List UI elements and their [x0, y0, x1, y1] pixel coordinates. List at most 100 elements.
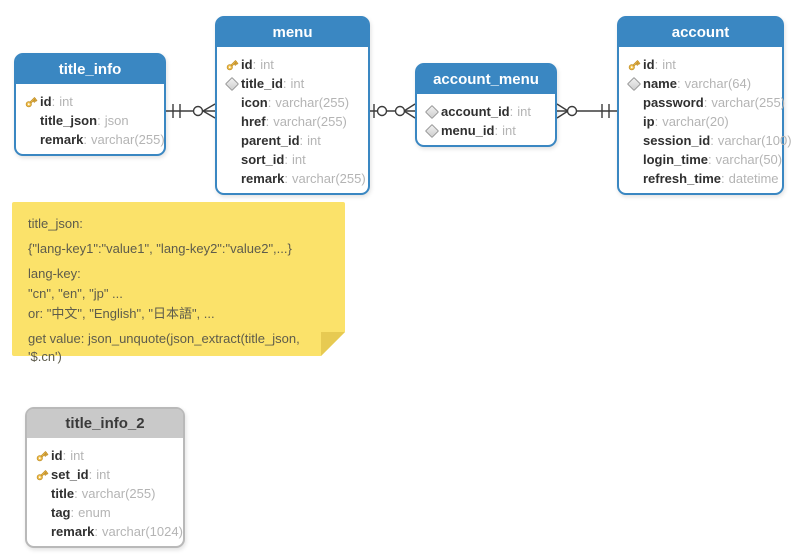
field-row[interactable]: name: varchar(64) — [625, 74, 776, 93]
connector-menu-account_menu[interactable] — [370, 103, 416, 119]
field-name: id — [51, 448, 63, 463]
field-type: datetime — [728, 171, 779, 186]
field-row[interactable]: password: varchar(255) — [625, 93, 785, 112]
entity-menu[interactable]: menu id: int title_id: int icon: varchar… — [215, 16, 370, 195]
field-row[interactable]: id: int — [33, 446, 177, 465]
field-name: menu_id — [441, 123, 495, 138]
entity-account[interactable]: account id: int name: varchar(64) passwo… — [617, 16, 792, 195]
foreign-key-icon — [423, 123, 441, 138]
field-type: varchar(255) — [91, 132, 165, 147]
field-separator: : — [284, 152, 288, 167]
primary-key-icon — [33, 449, 51, 463]
primary-key-icon — [223, 58, 241, 72]
field-row[interactable]: title: varchar(255) — [33, 484, 177, 503]
field-row[interactable]: tag: enum — [33, 503, 177, 522]
field-name: href — [241, 114, 266, 129]
field-row[interactable]: parent_id: int — [223, 131, 362, 150]
field-separator: : — [703, 95, 708, 110]
field-row[interactable]: sort_id: int — [223, 150, 362, 169]
field-row[interactable]: id: int — [625, 55, 776, 74]
field-type: varchar(255) — [275, 95, 350, 110]
field-name: id — [40, 94, 52, 109]
field-name: name — [643, 76, 677, 91]
field-row[interactable]: remark: varchar(1024) — [33, 522, 183, 541]
field-name: tag — [51, 505, 71, 520]
field-row[interactable]: ip: varchar(20) — [625, 112, 776, 131]
field-row[interactable]: set_id: int — [33, 465, 177, 484]
field-separator: : — [74, 486, 78, 501]
entity-title[interactable]: title_info — [16, 55, 164, 86]
field-type: enum — [78, 505, 111, 520]
field-separator: : — [88, 467, 93, 482]
field-row[interactable]: refresh_time: datetime — [625, 169, 779, 188]
field-name: refresh_time — [643, 171, 722, 186]
field-row[interactable]: session_id: varchar(100) — [625, 131, 792, 150]
note-line: title_json: — [28, 216, 83, 231]
field-row[interactable]: account_id: int — [423, 102, 549, 121]
field-separator: : — [94, 524, 98, 539]
primary-key-icon — [625, 58, 643, 72]
primary-key-icon — [33, 468, 51, 482]
field-row[interactable]: remark: varchar(255) — [22, 130, 165, 149]
field-row[interactable]: icon: varchar(255) — [223, 93, 362, 112]
field-name: title — [51, 486, 75, 501]
field-type: json — [104, 113, 129, 128]
note-line: get value: json_unquote(json_extract(tit… — [28, 331, 300, 364]
field-type: varchar(255) — [81, 486, 156, 501]
field-type: varchar(255) — [273, 114, 347, 129]
note-line: {"lang-key1":"value1", "lang-key2":"valu… — [28, 241, 292, 256]
note-line: or: "中文", "English", "日本語", ... — [28, 306, 215, 321]
field-row[interactable]: remark: varchar(255) — [223, 169, 366, 188]
entity-title-info[interactable]: title_info id: int title_json: json rema… — [14, 53, 166, 156]
field-separator: : — [654, 114, 659, 129]
field-separator: : — [708, 152, 712, 167]
field-name: login_time — [643, 152, 709, 167]
field-type: int — [502, 123, 516, 138]
field-name: remark — [51, 524, 95, 539]
field-row[interactable]: title_json: json — [22, 111, 158, 130]
foreign-key-icon — [223, 76, 241, 91]
entity-title[interactable]: account_menu — [417, 65, 555, 96]
field-row[interactable]: login_time: varchar(50) — [625, 150, 782, 169]
field-row[interactable]: href: varchar(255) — [223, 112, 362, 131]
field-name: remark — [40, 132, 84, 147]
field-separator: : — [265, 114, 270, 129]
field-separator: : — [710, 133, 714, 148]
entity-title[interactable]: title_info_2 — [27, 409, 183, 440]
field-row[interactable]: id: int — [22, 92, 158, 111]
field-name: session_id — [643, 133, 711, 148]
field-type: varchar(50) — [715, 152, 783, 167]
foreign-key-icon — [625, 76, 643, 91]
field-row[interactable]: id: int — [223, 55, 362, 74]
field-name: title_json — [40, 113, 98, 128]
field-row[interactable]: title_id: int — [223, 74, 362, 93]
field-name: account_id — [441, 104, 510, 119]
field-type: int — [517, 104, 531, 119]
field-name: id — [241, 57, 253, 72]
entity-account-menu[interactable]: account_menu account_id: int menu_id: in… — [415, 63, 557, 147]
field-name: parent_id — [241, 133, 300, 148]
field-separator: : — [299, 133, 304, 148]
sticky-note[interactable]: title_json: {"lang-key1":"value1", "lang… — [12, 202, 345, 364]
field-type: varchar(255) — [711, 95, 786, 110]
field-type: int — [96, 467, 110, 482]
field-name: icon — [241, 95, 268, 110]
field-name: set_id — [51, 467, 89, 482]
field-type: varchar(64) — [684, 76, 752, 91]
connector-account_menu-account[interactable] — [556, 103, 617, 119]
entity-title[interactable]: account — [619, 18, 782, 49]
connector-title_info-menu[interactable] — [166, 103, 216, 119]
field-type: int — [59, 94, 73, 109]
field-name: id — [643, 57, 655, 72]
field-separator: : — [509, 104, 514, 119]
field-separator: : — [721, 171, 725, 186]
field-type: int — [290, 76, 305, 91]
entity-title-info-2[interactable]: title_info_2 id: int set_id: int title: … — [25, 407, 185, 548]
field-type: int — [70, 448, 84, 463]
entity-title[interactable]: menu — [217, 18, 368, 49]
field-row[interactable]: menu_id: int — [423, 121, 549, 140]
field-type: int — [291, 152, 306, 167]
field-type: int — [260, 57, 274, 72]
field-separator: : — [282, 76, 287, 91]
